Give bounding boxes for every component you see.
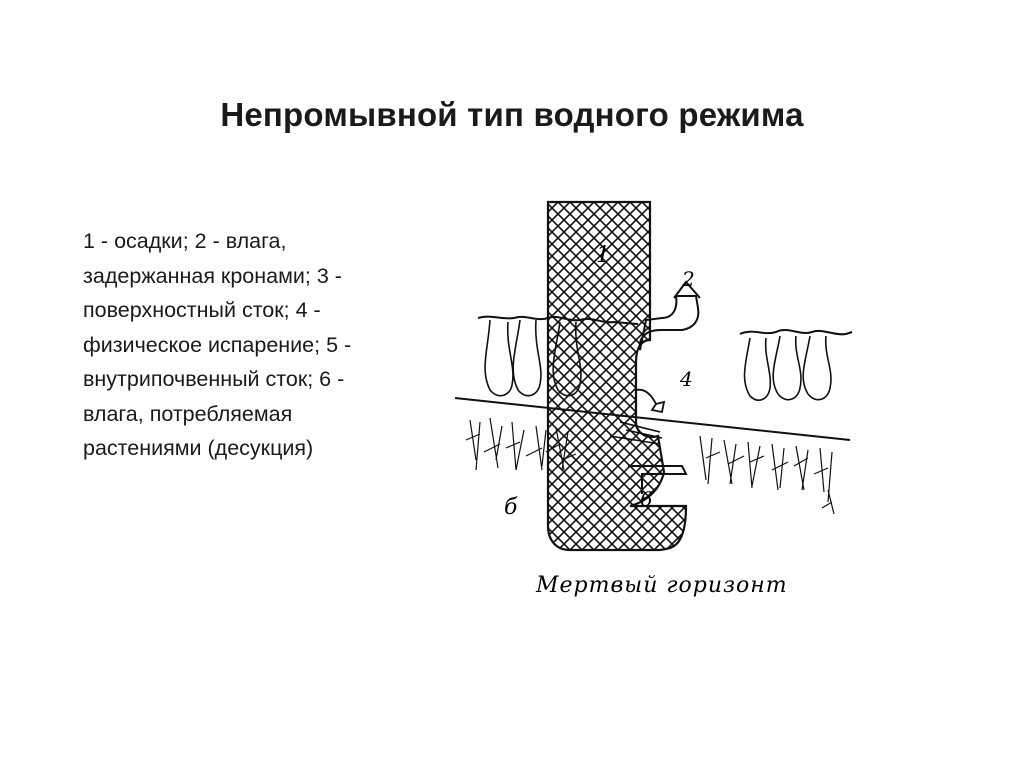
slide-title: Непромывной тип водного режима (220, 96, 804, 133)
water-regime-diagram: 1 2 4 6 б Мертвый горизонт (450, 190, 870, 620)
diagram-svg: 1 2 4 6 б Мертвый горизонт (454, 200, 853, 598)
plant-crowns (484, 319, 832, 401)
crown-retention-branch (638, 295, 700, 351)
soil-horizon-line (454, 397, 851, 441)
plant-uptake-branch (628, 465, 688, 494)
label-2: 2 (681, 267, 695, 291)
label-4: 4 (679, 367, 693, 391)
label-1: 1 (596, 243, 610, 268)
precipitation-column (546, 200, 688, 552)
label-b: б (504, 495, 518, 520)
evaporation-branch (635, 388, 666, 414)
ground-surface-line (477, 315, 853, 336)
dead-horizon-caption: Мертвый горизонт (535, 573, 788, 598)
label-6: 6 (640, 487, 653, 511)
legend-text: 1 - осадки; 2 - влага, задержанная крона… (83, 229, 352, 460)
arrow-up-2 (673, 280, 701, 299)
root-system (465, 417, 835, 515)
internal-flow-lines (609, 421, 663, 445)
